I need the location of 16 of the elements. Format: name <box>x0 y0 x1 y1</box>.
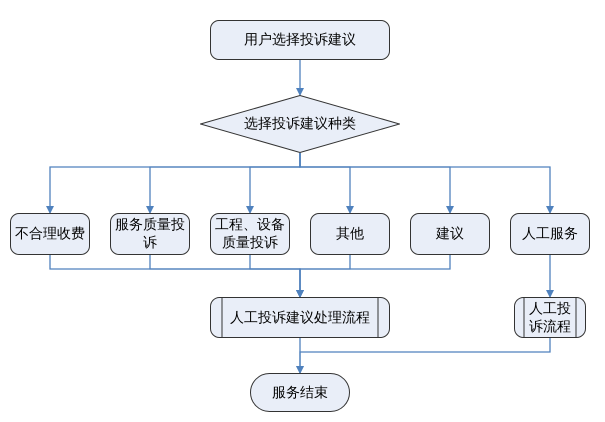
arrow <box>546 255 554 298</box>
arrow <box>296 60 304 96</box>
end-terminal: 服务结束 <box>250 373 350 412</box>
start-box: 用户选择投诉建议 <box>210 20 390 60</box>
decision-diamond: 选择投诉建议种类 <box>200 95 400 153</box>
subprocess-box: 人工投诉建议处理流程 <box>210 297 390 338</box>
process-box: 人工服务 <box>510 213 590 255</box>
process-box: 工程、设备质量投诉 <box>210 213 290 255</box>
arrow <box>296 338 551 374</box>
subprocess-box: 人工投诉流程 <box>514 297 586 338</box>
process-box: 建议 <box>410 213 490 255</box>
arrow <box>296 255 451 298</box>
process-box: 服务质量投诉 <box>110 213 190 255</box>
arrow <box>299 153 554 214</box>
process-box: 不合理收费 <box>10 213 90 255</box>
process-box: 其他 <box>310 213 390 255</box>
